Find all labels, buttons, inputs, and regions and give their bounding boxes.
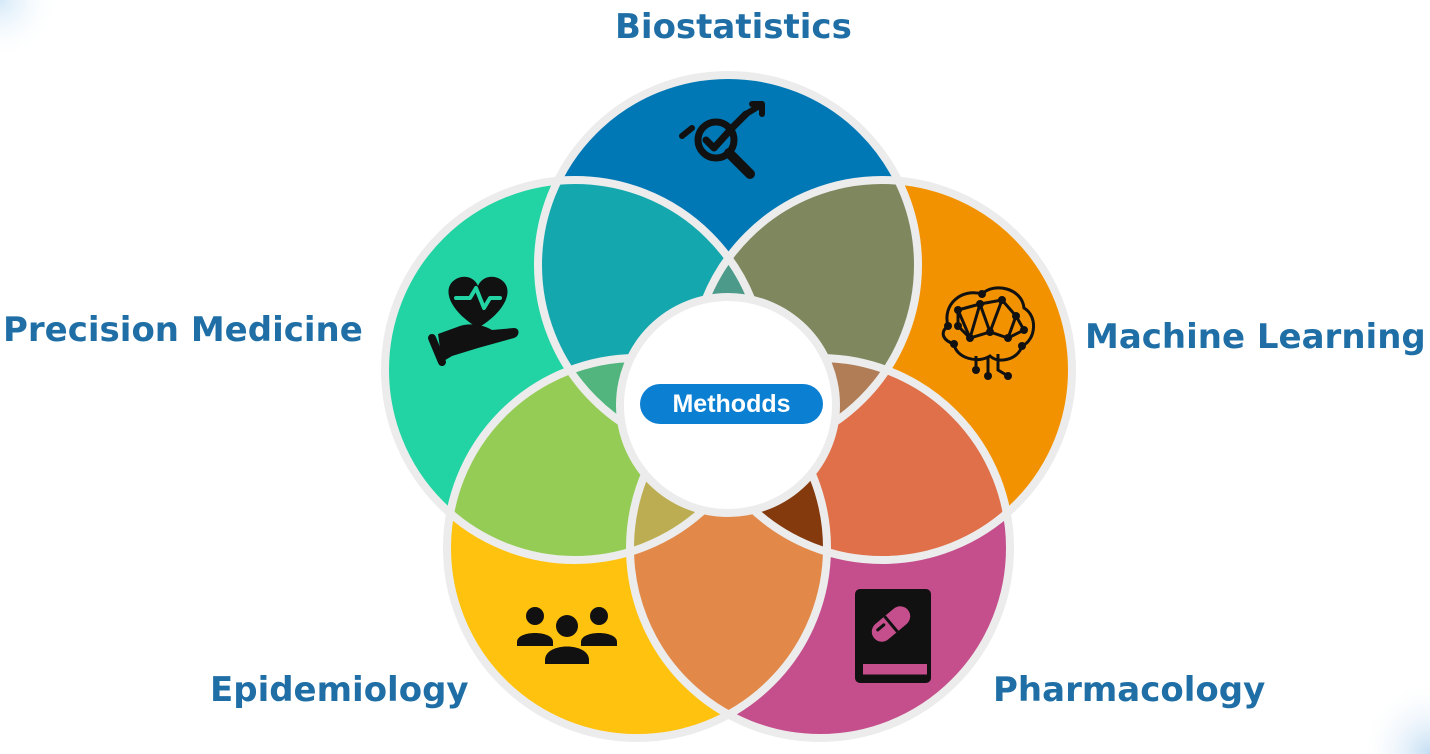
people-group-icon xyxy=(517,607,617,664)
label-pharmacology: Pharmacology xyxy=(993,670,1266,710)
label-biostatistics: Biostatistics xyxy=(615,7,852,47)
label-epidemiology: Epidemiology xyxy=(210,670,469,710)
neural-brain-icon xyxy=(941,286,1035,380)
pill-book-icon xyxy=(855,589,931,683)
magnifier-chart-icon xyxy=(679,101,765,179)
heart-hand-icon xyxy=(428,276,519,366)
label-precision-medicine: Precision Medicine xyxy=(3,310,363,350)
methods-center-badge: Methodds xyxy=(640,384,823,424)
label-machine-learning: Machine Learning xyxy=(1085,317,1426,357)
